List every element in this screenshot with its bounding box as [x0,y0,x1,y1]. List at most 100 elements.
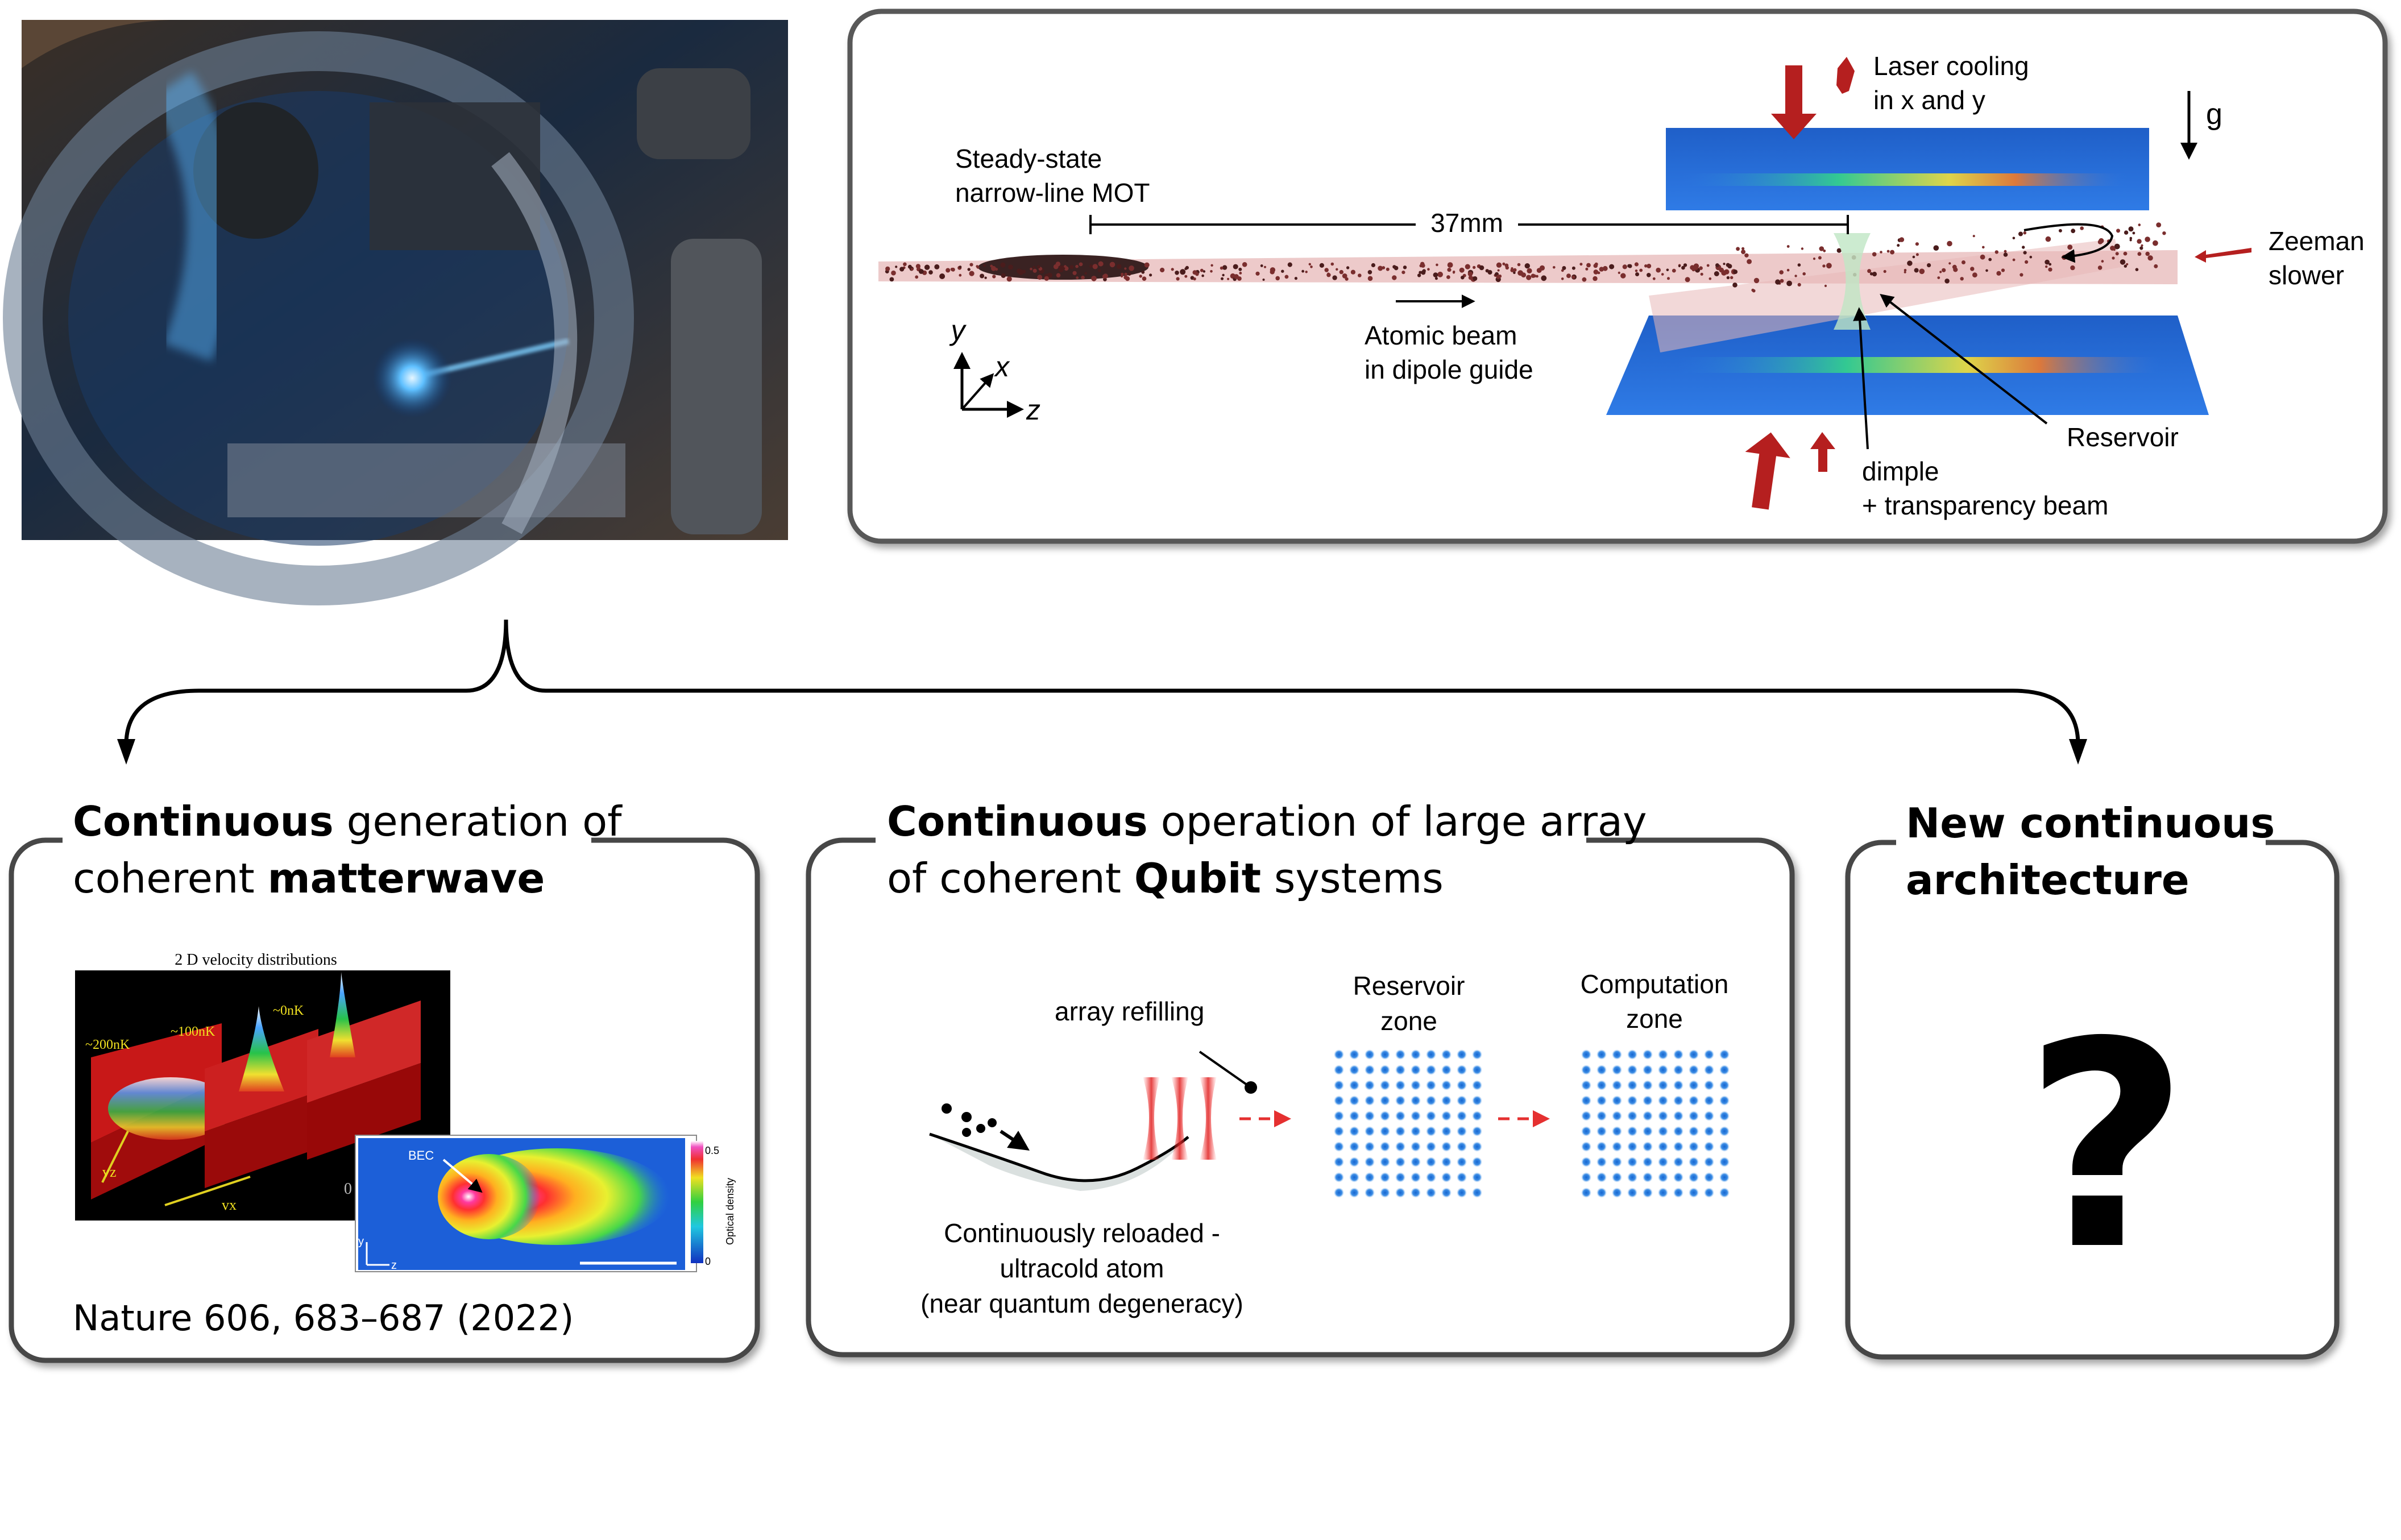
beam-atom [2128,226,2134,232]
lattice-site [1581,1065,1591,1075]
lattice-site [1365,1188,1375,1198]
lattice-site [1380,1095,1390,1106]
beam-atom [1436,263,1438,267]
lattice-site [1643,1049,1653,1060]
lattice-site [1395,1049,1405,1060]
lattice-site [1472,1049,1482,1060]
beam-atom [1098,261,1104,267]
beam-atom [1275,276,1280,281]
lattice-site [1704,1065,1714,1075]
beam-atom [1326,273,1331,277]
beam-atom [915,275,919,279]
beam-atom [1053,264,1059,269]
beam-atom [1018,269,1024,275]
beam-atom [1513,268,1517,272]
beam-atom [1593,263,1598,268]
beam-atom [1091,276,1097,281]
beam-atom [1912,255,1915,259]
beam-atom [1786,280,1793,287]
beam-atom [1075,264,1079,268]
beam-atom [1699,266,1703,271]
lattice-site [1719,1172,1730,1182]
beam-atom [1221,277,1224,280]
lattice-site [1380,1065,1390,1075]
beam-atom [1602,265,1608,271]
beam-atom [939,273,946,279]
axis-x-label: x [994,351,1010,383]
lattice-site [1581,1126,1591,1136]
beam-atom [1139,275,1142,278]
lattice-site [1704,1080,1714,1090]
question-mark: ? [2024,981,2189,1312]
beam-atom [1255,271,1260,276]
lattice-site [1426,1049,1436,1060]
beam-atom [1994,250,1998,254]
branch-brace [124,619,2080,745]
beam-atom [1907,260,1913,266]
lattice-site [1334,1111,1344,1121]
plot-title: 2 D velocity distributions [175,951,337,969]
lattice-site [1411,1111,1421,1121]
lattice-site [1658,1080,1668,1090]
lattice-site [1704,1157,1714,1167]
beam-atom [1700,272,1703,276]
lattice-site [1704,1111,1714,1121]
beam-atom [907,264,912,269]
lattice-site [1612,1188,1622,1198]
lattice-site [1334,1049,1344,1060]
beam-atom [1504,263,1509,268]
beam-atom [1367,270,1372,275]
beam-atom [1521,273,1525,276]
lattice-site [1395,1172,1405,1182]
beam-atom [889,277,894,282]
beam-atom [1593,269,1599,275]
beam-atom [903,262,907,267]
lattice-site [1411,1080,1421,1090]
lattice-site [1689,1111,1699,1121]
beam-atom [2012,258,2016,261]
beam-atom [1511,267,1513,270]
lattice-site [1704,1049,1714,1060]
beam-atom [1210,270,1213,273]
beam-atom [1527,268,1532,273]
beam-atom [2124,264,2127,268]
lattice-site [1334,1126,1344,1136]
beam-atom [1733,269,1738,274]
beam-atom [1919,268,1925,275]
lattice-site [1411,1095,1421,1106]
beam-atom [1124,267,1127,270]
beam-atom [1305,271,1308,273]
mot-label-line1: Steady-state [955,144,1102,173]
lattice-site [1457,1188,1467,1198]
beam-atom [1706,264,1710,267]
lattice-site [1365,1095,1375,1106]
beam-atom [1072,271,1077,275]
lattice-site [1596,1049,1607,1060]
beam-atom [1392,275,1397,280]
beam-atom [1006,276,1012,282]
beam-atom [1656,267,1661,273]
lattice-site [1457,1157,1467,1167]
beam-atom [980,273,985,279]
lattice-site [1689,1172,1699,1182]
bec-inset: BEC y z 0.5 0 Optical density [355,1135,736,1272]
lattice-site [1441,1188,1452,1198]
beam-atom [1794,275,1797,277]
temp-label-200nk: ~200nK [85,1037,130,1052]
beam-atom [1690,265,1695,270]
lattice-site [1596,1172,1607,1182]
lattice-site [1426,1095,1436,1106]
lattice-site [1457,1111,1467,1121]
beam-atom [1880,251,1882,254]
beam-atom [2080,226,2084,230]
beam-label-line1: Atomic beam [1365,321,1517,350]
beam-atom [1672,268,1676,273]
beam-atom [1284,275,1289,279]
beam-atom [1184,275,1188,278]
beam-atom [1823,249,1826,252]
beam-atom [1044,276,1049,281]
beam-atom [1897,244,1900,247]
beam-atom [1371,263,1375,268]
beam-atom [1939,271,1942,273]
lattice-site [1658,1141,1668,1152]
